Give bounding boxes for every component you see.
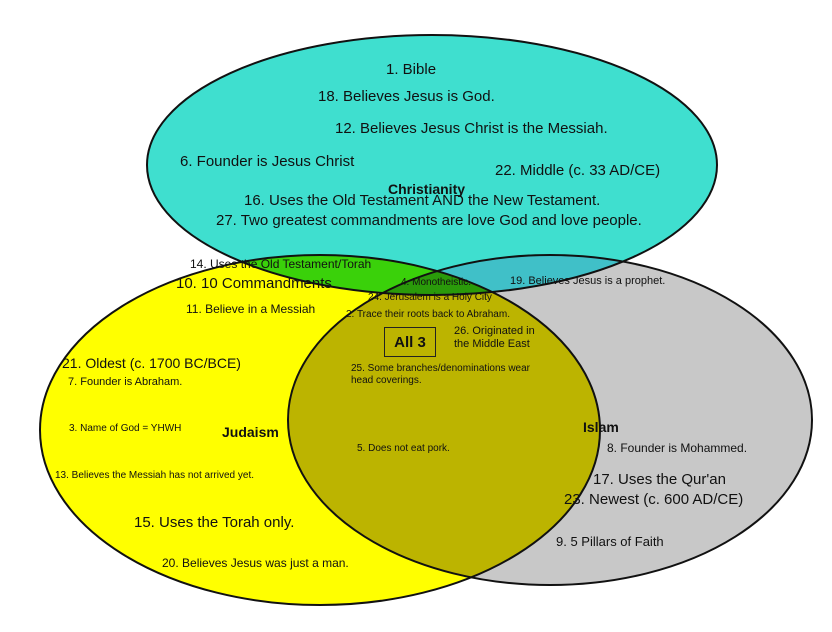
islam-item-8: 8. Founder is Mohammed.	[607, 441, 748, 455]
all-three-item-26: 26. Originated in the Middle East	[454, 325, 535, 350]
christianity-judaism-item-10: 10. 10 Commandments	[176, 275, 332, 292]
all-three-item-2: 2. Trace their roots back to Abraham.	[346, 309, 510, 320]
christianity-item-22: 22. Middle (c. 33 AD/CE)	[495, 162, 661, 179]
christianity-item-16: 16. Uses the Old Testament AND the New T…	[244, 192, 601, 209]
judaism-item-15: 15. Uses the Torah only.	[134, 514, 295, 531]
christianity-circle	[147, 35, 717, 295]
judaism-title: Judaism	[222, 424, 279, 440]
christianity-judaism-item-14: 14. Uses the Old Testament/Torah	[190, 257, 372, 271]
all-three-item-4: 4. Monotheistic.	[401, 277, 472, 288]
islam-item-17: 17. Uses the Qur'an	[593, 471, 726, 488]
all-three-item-24: 24. Jerusalem is a Holy City	[368, 292, 492, 303]
islam-item-9: 9. 5 Pillars of Faith	[556, 534, 664, 549]
all-three-item-25: 25. Some branches/denominations wear hea…	[351, 363, 530, 386]
judaism-outline	[39, 254, 601, 606]
judaism-item-21: 21. Oldest (c. 1700 BC/BCE)	[62, 355, 241, 371]
christianity-outline	[146, 34, 718, 296]
judaism-item-3: 3. Name of God = YHWH	[69, 423, 182, 434]
islam-item-23: 23. Newest (c. 600 AD/CE)	[564, 491, 744, 508]
judaism-islam-overlap	[288, 255, 600, 585]
judaism-item-20: 20. Believes Jesus was just a man.	[162, 556, 349, 570]
christianity-title: Christianity	[388, 181, 466, 197]
christianity-islam-item-19: 19. Believes Jesus is a prophet.	[510, 275, 666, 287]
all-three-box: All 3	[384, 327, 436, 357]
christianity-item-6: 6. Founder is Jesus Christ	[180, 153, 355, 170]
christianity-item-1: 1. Bible	[386, 61, 437, 78]
judaism-item-7: 7. Founder is Abraham.	[68, 376, 183, 388]
christianity-item-18: 18. Believes Jesus is God.	[318, 88, 495, 105]
islam-title: Islam	[583, 419, 619, 435]
christianity-item-12: 12. Believes Jesus Christ is the Messiah…	[335, 120, 608, 137]
judaism-islam-item-5: 5. Does not eat pork.	[357, 443, 450, 454]
christianity-judaism-item-11: 11. Believe in a Messiah	[186, 302, 316, 316]
islam-outline	[287, 254, 813, 586]
christianity-item-27: 27. Two greatest commandments are love G…	[216, 212, 642, 229]
judaism-item-13: 13. Believes the Messiah has not arrived…	[55, 470, 254, 481]
